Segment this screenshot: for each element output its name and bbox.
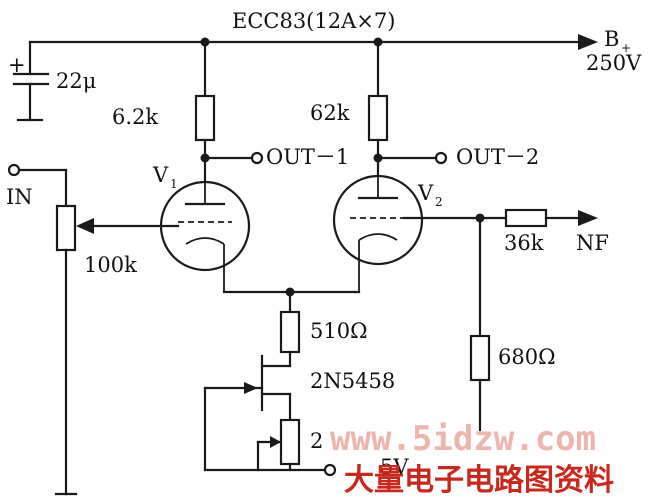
tube-v2 <box>332 174 424 292</box>
wiper-arrow-icon <box>76 218 94 234</box>
capacitor-polarity: + <box>8 53 26 77</box>
filter-capacitor <box>12 40 50 122</box>
grid-resistor-value: 680Ω <box>498 345 556 369</box>
supply-voltage: 250V <box>586 51 642 75</box>
cathode-resistor-value: 510Ω <box>310 319 368 343</box>
plate-resistor-v2 <box>367 40 448 194</box>
plate-resistor-v1-value: 6.2k <box>112 105 158 129</box>
tube-title: ECC83(12A×7) <box>232 9 395 33</box>
feedback-resistor-value: 36k <box>504 231 544 255</box>
watermark-url: www.5idzw.com <box>330 419 596 459</box>
pot-input-value: 100k <box>84 253 137 277</box>
plate-resistor-v1 <box>194 40 264 194</box>
nf-label: NF <box>576 231 609 255</box>
out2-terminal <box>434 151 448 165</box>
out2-label: OUT－2 <box>456 145 539 169</box>
supply-label-sub: + <box>621 41 631 55</box>
pot-partial-label: 2 <box>310 429 323 453</box>
out1-label: OUT－1 <box>266 145 349 169</box>
supply-rail <box>28 34 598 50</box>
jfet-label: 2N5458 <box>310 369 395 393</box>
capacitor-value: 22μ <box>56 69 96 93</box>
input-terminal <box>7 163 21 177</box>
supply-label: B <box>604 27 619 51</box>
input-label: IN <box>6 185 33 209</box>
out1-terminal <box>250 151 264 165</box>
watermark-cn: 大量电子电路图资料 <box>344 463 614 498</box>
voltage-partial-label: 5V <box>380 455 409 479</box>
feedback-network <box>402 208 598 432</box>
tube-v2-label-sub: 2 <box>435 195 443 209</box>
cathode-current-source <box>203 287 361 477</box>
tube-v1-label: V <box>152 163 169 187</box>
plate-resistor-v2-value: 62k <box>310 101 350 125</box>
supply-arrow-icon <box>578 34 598 50</box>
tube-v2-label: V <box>417 181 434 205</box>
input-network <box>7 163 180 496</box>
nf-arrow-icon <box>578 210 598 226</box>
tube-v1 <box>159 180 251 292</box>
jfet-gate-arrow-icon <box>244 382 258 394</box>
tube-v1-label-sub: 1 <box>170 177 178 191</box>
